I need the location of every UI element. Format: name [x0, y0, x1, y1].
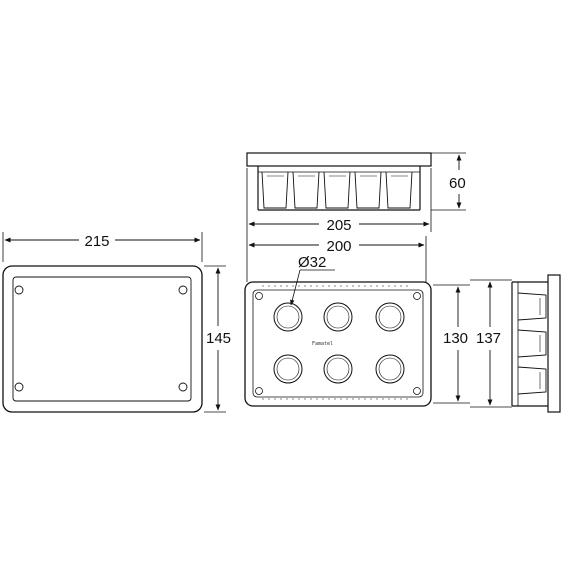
box-outer-height-label: 137 [476, 330, 501, 347]
box-inner-width-label: 200 [326, 238, 351, 255]
knockout-profile-side [517, 292, 547, 395]
dimension-box-depth: 60 [431, 152, 466, 211]
cover-front-view [2, 265, 203, 413]
box-edge-ticks [262, 285, 412, 400]
knockout-hole [273, 302, 405, 384]
dimension-box-inner-height: 130 [433, 284, 470, 404]
brand-mark: Famatel [312, 341, 333, 347]
box-end-view [511, 274, 561, 413]
knockout-profile [261, 171, 413, 209]
box-depth-label: 60 [449, 175, 466, 192]
dimension-box-outer-height: 137 [470, 279, 512, 408]
box-inner-height-label: 130 [443, 330, 468, 347]
dimension-box-outer-width: 205 [246, 168, 432, 282]
box-outer-width-label: 205 [326, 217, 351, 234]
dimension-hole-diameter: Ø32 [290, 254, 335, 306]
cover-width-label: 215 [84, 233, 109, 250]
dimension-cover-width: 215 [2, 232, 203, 262]
box-side-elevation [246, 152, 432, 211]
box-screw-boss [255, 292, 421, 395]
box-front-view: Famatel [244, 281, 432, 407]
dimension-cover-height: 145 [204, 265, 231, 413]
hole-diameter-label: Ø32 [298, 254, 326, 271]
dimension-box-inner-width: 200 [248, 236, 427, 282]
cover-screw-hole [14, 285, 188, 392]
cover-height-label: 145 [206, 330, 231, 347]
